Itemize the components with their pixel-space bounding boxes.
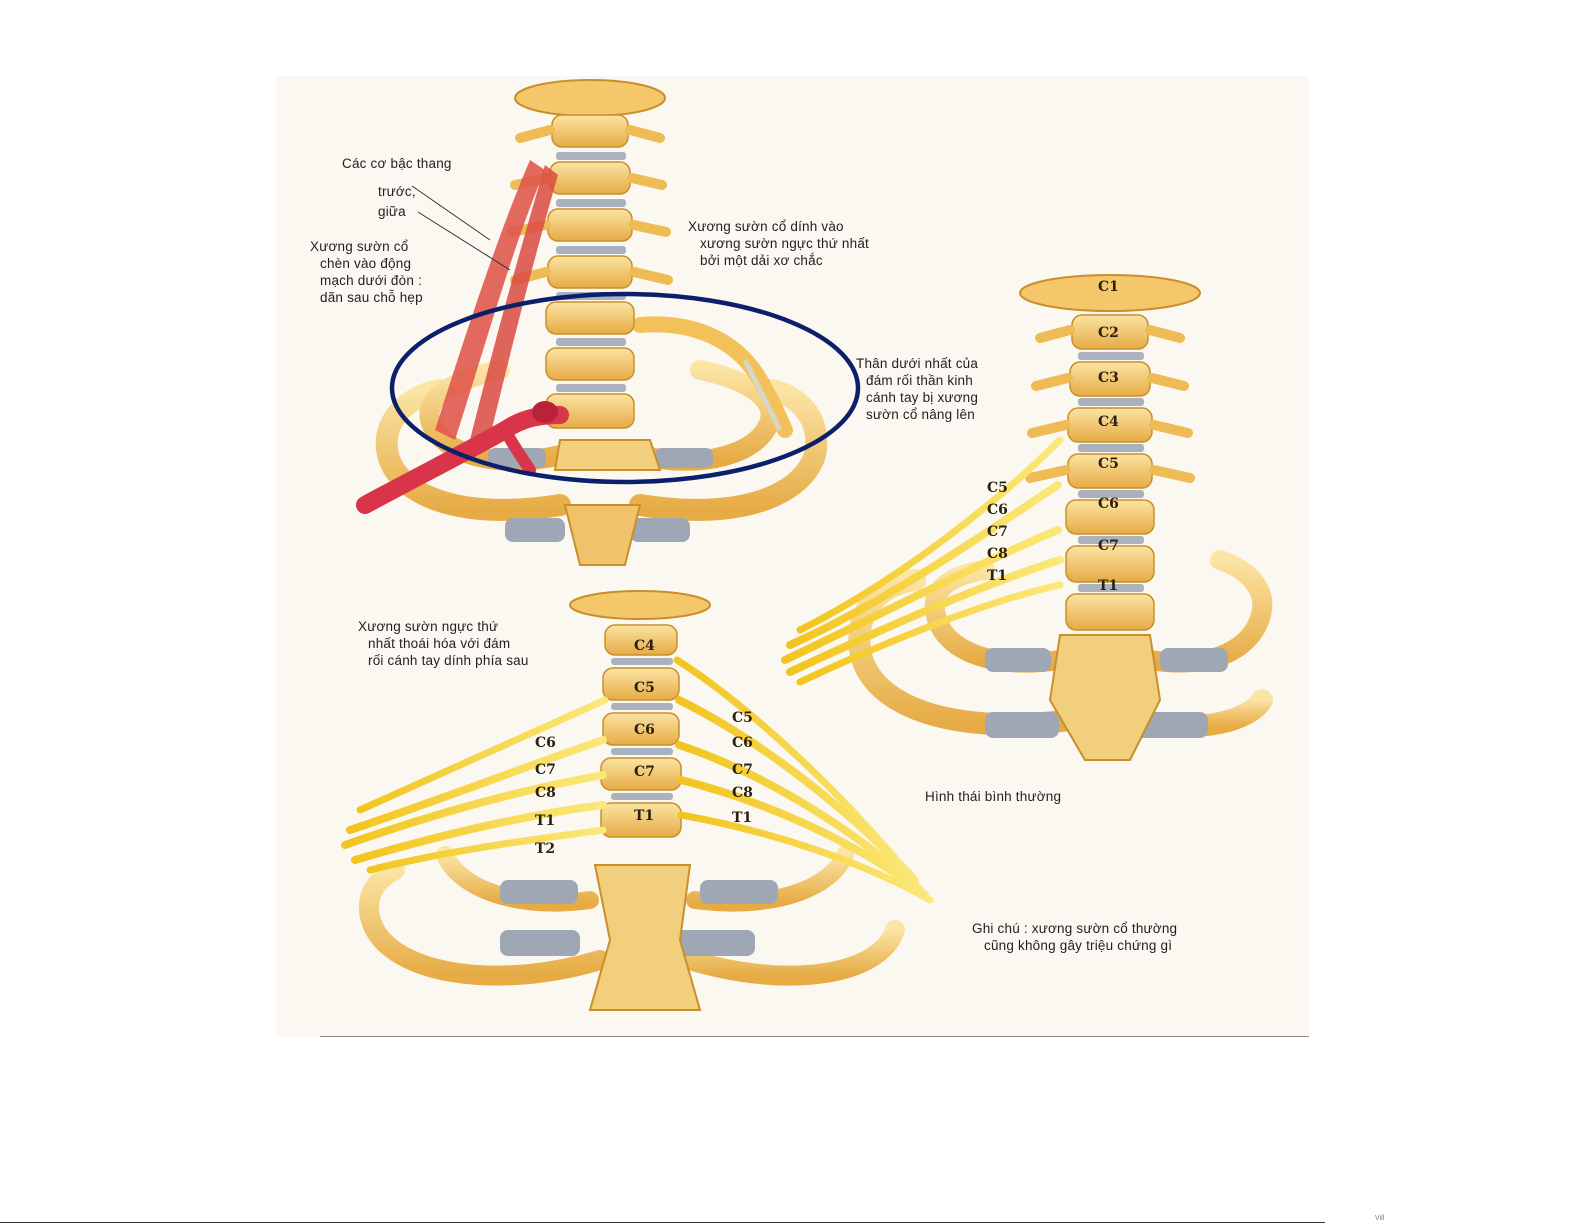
vertebra-label: C4	[1098, 414, 1119, 430]
first-rib-right	[630, 360, 781, 471]
vertebra-label: C7	[1098, 538, 1119, 554]
nerve-label: C7	[987, 524, 1008, 540]
lower-rib-right	[680, 920, 905, 986]
vertebra-label: C6	[634, 722, 655, 738]
sternum	[588, 864, 702, 1011]
label-line: bởi một dải xơ chắc	[700, 253, 823, 268]
label-line: Thân dưới nhất của	[856, 356, 979, 371]
vertebra-label: C3	[1098, 370, 1119, 386]
page-bottom-rule	[0, 1222, 1325, 1223]
label-line: dãn sau chỗ hẹp	[320, 290, 423, 305]
figure-bottom-rule	[320, 1036, 1309, 1037]
vertebra-label: T1	[1098, 578, 1119, 594]
lower-rib-left	[375, 379, 571, 521]
rib-cartilage	[505, 518, 565, 542]
nerve-label: C7	[535, 762, 556, 778]
nerve-label: C6	[535, 735, 556, 751]
brachial-plexus-left	[341, 696, 609, 874]
leader-line	[411, 185, 511, 271]
rib-cartilage	[655, 448, 713, 468]
sternum-top	[563, 504, 642, 566]
nerve-label: C5	[732, 710, 753, 726]
manubrium	[1048, 634, 1162, 761]
vertebra-label: C6	[1098, 496, 1119, 512]
rib-cartilage	[500, 930, 580, 956]
label-line: cũng không gây triệu chứng gì	[984, 938, 1173, 953]
label-line: đám rối thần kinh	[866, 373, 973, 388]
nerve-label: C8	[732, 785, 753, 801]
right-specimen	[781, 274, 1273, 761]
nerve-label: C7	[732, 762, 753, 778]
vertebra-label: C4	[634, 638, 655, 654]
label-line: Xương sườn cổ dính vào	[688, 219, 844, 234]
brachial-plexus	[781, 436, 1064, 686]
highlight-ellipse	[389, 291, 861, 485]
footer-mark: Vill	[1375, 1215, 1385, 1222]
nerve-label: T1	[987, 568, 1008, 584]
subclavian-artery-branch	[499, 424, 536, 476]
label-line: xương sườn ngực thứ nhất	[700, 236, 869, 251]
label-line: Xương sườn cổ	[310, 239, 409, 254]
vertebra-label: C1	[1098, 279, 1119, 295]
nerve-label: C5	[987, 480, 1008, 496]
label-line: mạch dưới đòn :	[320, 273, 422, 288]
vertebra-label: C2	[1098, 325, 1119, 341]
scalene-muscles-label: Các cơ bậc thang	[342, 156, 452, 171]
cervical-spine	[1019, 274, 1201, 631]
rib-cartilage	[1160, 648, 1228, 672]
artery-dilation	[532, 401, 558, 423]
rib-cartilage	[675, 930, 755, 956]
nerve-label: C6	[732, 735, 753, 751]
rib-cartilage	[985, 648, 1051, 672]
label-line: Xương sườn ngực thứ	[358, 619, 499, 634]
scalene-middle-label: giữa	[378, 204, 406, 219]
cervical-spine	[569, 590, 711, 838]
rib-cartilage	[700, 880, 778, 904]
label-line: cánh tay bị xương	[866, 390, 979, 405]
nerve-label: C8	[535, 785, 556, 801]
vertebra-label: T1	[634, 808, 655, 824]
vertebra-label: C7	[634, 764, 655, 780]
nerve-label: T2	[535, 841, 556, 857]
lower-rib-left	[359, 860, 610, 986]
rib-cartilage	[500, 880, 578, 904]
scalene-anterior-label: trước,	[378, 184, 416, 199]
lower-rib-right	[629, 379, 828, 521]
brachial-plexus-right	[673, 656, 934, 904]
label-line: rối cánh tay dính phía sau	[368, 653, 529, 668]
normal-morphology-label: Hình thái bình thường	[925, 789, 1062, 804]
label-line: chèn vào động	[320, 256, 412, 271]
label-line: nhất thoái hóa với đám	[368, 636, 511, 651]
bottom-specimen	[341, 590, 934, 1011]
label-line: sườn cổ nâng lên	[866, 407, 975, 422]
anterior-scalene-muscle	[435, 160, 545, 440]
rib-cartilage	[985, 712, 1059, 738]
nerve-label: T1	[535, 813, 556, 829]
label-line: Ghi chú : xương sườn cổ thường	[972, 921, 1178, 936]
nerve-label: C6	[987, 502, 1008, 518]
rib-cartilage	[630, 518, 690, 542]
top-left-specimen	[356, 79, 828, 566]
first-rib-right	[1140, 550, 1273, 673]
vertebra-label: C5	[1098, 456, 1119, 472]
manubrium	[553, 439, 662, 471]
vertebra-label: C5	[634, 680, 655, 696]
cervical-rib	[632, 316, 793, 438]
nerve-label: T1	[732, 810, 753, 826]
nerve-label: C8	[987, 546, 1008, 562]
fibrous-band	[742, 358, 783, 432]
